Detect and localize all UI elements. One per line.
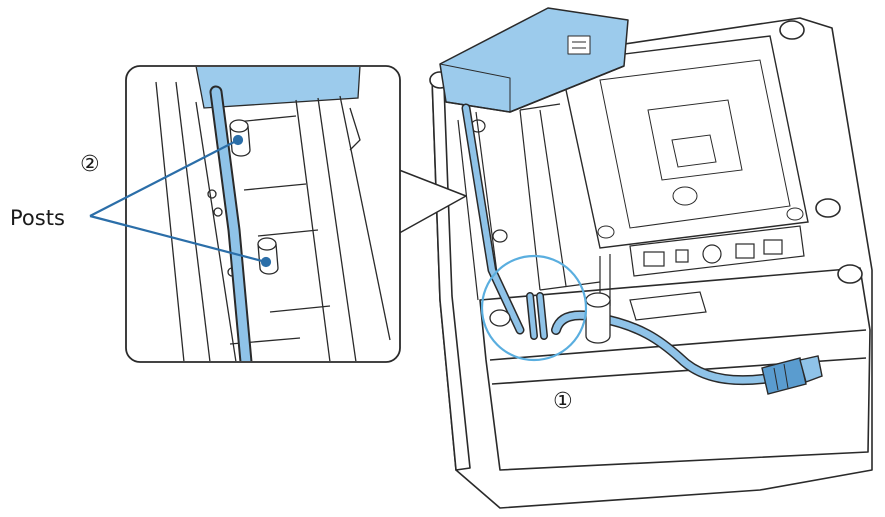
ethernet-port-icon — [643, 251, 665, 267]
post-marker-upper — [232, 134, 244, 146]
main-posts — [489, 292, 611, 344]
connector-plug-icon — [761, 355, 823, 395]
main-cable — [461, 103, 775, 386]
step-one-marker: ① — [553, 389, 573, 414]
ethernet-port-icon — [763, 239, 783, 255]
cover-logo-icon — [567, 35, 591, 55]
post-marker-lower — [260, 256, 272, 268]
step-two-marker: ② — [80, 152, 100, 177]
callout-circle — [480, 254, 588, 362]
round-port-icon — [702, 244, 722, 264]
inner-plate — [559, 35, 809, 249]
ethernet-port-icon — [735, 243, 755, 259]
inset-panel — [125, 65, 467, 363]
usb-port-icon — [675, 249, 689, 263]
port-panel — [599, 225, 805, 321]
posts-label: Posts — [10, 206, 65, 230]
posts-leader-lines — [89, 134, 272, 268]
